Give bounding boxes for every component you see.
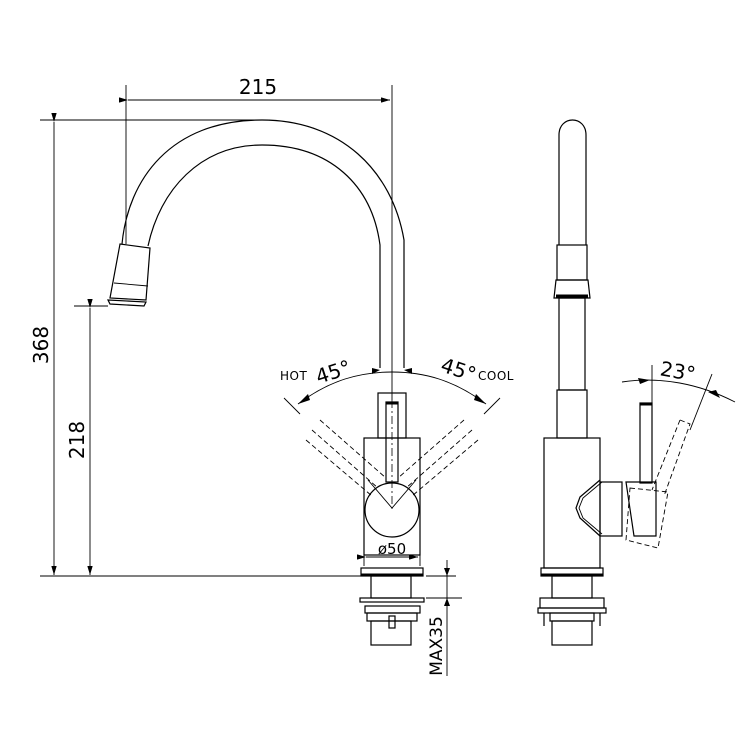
- dimension-diameter: ø50: [357, 540, 421, 566]
- side-mounting-nut: [551, 620, 593, 646]
- dim-max35-label: MAX35: [427, 616, 447, 676]
- aerator: [109, 243, 151, 301]
- dimension-368: 368: [29, 113, 361, 577]
- spout-outer-line: [121, 119, 405, 368]
- side-view: [537, 119, 691, 646]
- cool-label: COOL: [478, 369, 514, 383]
- front-view: [107, 85, 479, 646]
- hot-label: HOT: [280, 369, 307, 383]
- dimension-hot-cool-angles: HOT 45° 45° COOL: [280, 353, 514, 415]
- dim-368-label: 368: [29, 326, 53, 364]
- dimension-max35: MAX35: [426, 560, 462, 676]
- dim-218-label: 218: [65, 421, 89, 459]
- dimension-215: 215: [119, 75, 390, 244]
- dim-diameter-label: ø50: [378, 540, 406, 558]
- hot-angle-label: 45°: [313, 355, 354, 389]
- cartridge-circle: [364, 482, 420, 538]
- spout-inner-line: [147, 144, 381, 368]
- side-body: [543, 437, 601, 569]
- cool-angle-label: 45°: [438, 353, 479, 387]
- dimension-218: 218: [65, 299, 108, 575]
- dimension-23-degree: 23°: [621, 356, 736, 431]
- side-handle: [625, 481, 657, 537]
- mounting-nut: [370, 620, 412, 646]
- side-spout: [558, 119, 587, 245]
- dim-215-label: 215: [239, 75, 277, 99]
- tilt-angle-label: 23°: [658, 356, 697, 386]
